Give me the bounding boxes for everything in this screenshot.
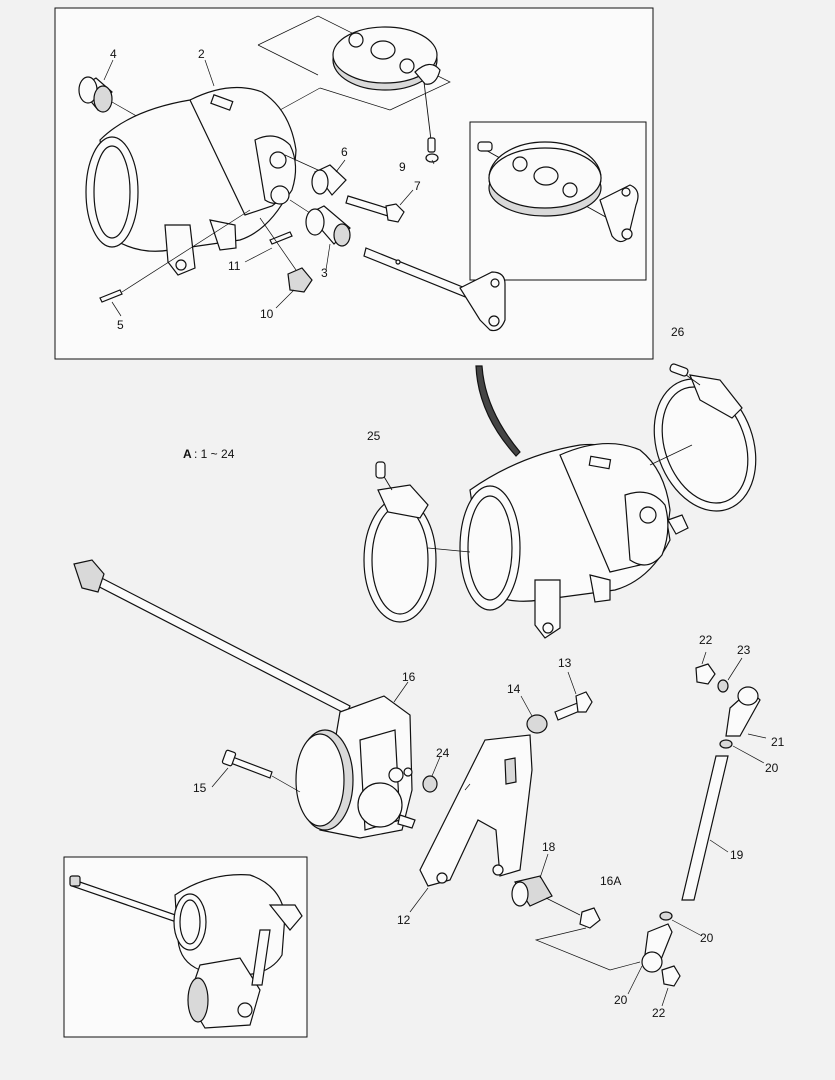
callout-22-bottom: 22 bbox=[652, 1006, 666, 1020]
assembled-view-inset bbox=[69, 874, 303, 1029]
leader-26-body bbox=[649, 444, 693, 466]
callout-20-upper: 20 bbox=[765, 761, 779, 775]
callout-22-top: 22 bbox=[699, 633, 713, 647]
callout-16: 16 bbox=[402, 670, 416, 684]
assembly-label-prefix: A bbox=[183, 447, 192, 461]
bushing-4 bbox=[78, 76, 113, 113]
screw-9 bbox=[423, 81, 439, 163]
bushing-18 bbox=[511, 875, 581, 916]
bolt-7 bbox=[345, 195, 405, 223]
callout-3: 3 bbox=[321, 266, 328, 280]
curved-pointer-arrow bbox=[475, 365, 521, 457]
clamp-25 bbox=[363, 461, 437, 623]
ball-joint-20-lower bbox=[641, 911, 673, 973]
spacer-14 bbox=[526, 714, 548, 734]
callout-14: 14 bbox=[507, 682, 521, 696]
nut-22-lower bbox=[661, 965, 681, 987]
leader-lines-lower bbox=[211, 651, 767, 1007]
flap-plate bbox=[332, 26, 441, 91]
throttle-shaft-lever bbox=[363, 247, 506, 332]
callout-13: 13 bbox=[558, 656, 572, 670]
ball-joint-21 bbox=[719, 686, 761, 749]
bolt-13 bbox=[554, 691, 593, 721]
throttle-body-middle bbox=[459, 443, 689, 639]
callout-21: 21 bbox=[771, 735, 785, 749]
callout-15: 15 bbox=[193, 781, 207, 795]
callout-16a: 16A bbox=[600, 874, 621, 888]
leader-25-body bbox=[427, 547, 471, 553]
callout-25: 25 bbox=[367, 429, 381, 443]
bracket-12 bbox=[419, 734, 533, 887]
bolt-15 bbox=[221, 749, 301, 793]
callout-2: 2 bbox=[198, 47, 205, 61]
flap-assembly-inset bbox=[477, 141, 639, 243]
callout-20-lower: 20 bbox=[614, 993, 628, 1007]
callout-11: 11 bbox=[228, 259, 241, 273]
washer-23 bbox=[717, 679, 729, 693]
callout-5: 5 bbox=[117, 318, 124, 332]
callout-24: 24 bbox=[436, 746, 450, 760]
callout-26: 26 bbox=[671, 325, 685, 339]
nut-24 bbox=[422, 775, 438, 793]
callout-labels: 4 2 6 7 9 11 3 10 5 26 25 16 13 14 22 23… bbox=[110, 47, 785, 1020]
callout-23: 23 bbox=[737, 643, 751, 657]
callout-4: 4 bbox=[110, 47, 117, 61]
link-rod-19 bbox=[681, 755, 729, 901]
pin-5 bbox=[99, 209, 251, 303]
callout-18: 18 bbox=[542, 840, 556, 854]
actuator-rod bbox=[73, 559, 351, 715]
callout-7: 7 bbox=[414, 179, 421, 193]
callout-20-middle: 20 bbox=[700, 931, 714, 945]
throttle-body-top bbox=[85, 86, 297, 276]
callout-12: 12 bbox=[397, 913, 411, 927]
callout-10: 10 bbox=[260, 307, 274, 321]
callout-19: 19 bbox=[730, 848, 744, 862]
actuator-16 bbox=[295, 695, 416, 839]
callout-9: 9 bbox=[399, 160, 406, 174]
assembly-label-range: : 1 ~ 24 bbox=[194, 447, 235, 461]
clamp-26 bbox=[653, 363, 757, 512]
nut-16a bbox=[534, 907, 641, 971]
nut-10 bbox=[259, 217, 313, 293]
leader-lines-top bbox=[103, 59, 435, 317]
nut-22-upper bbox=[695, 663, 716, 685]
assembly-label: A : 1 ~ 24 bbox=[183, 447, 235, 461]
callout-6: 6 bbox=[341, 145, 348, 159]
sleeve-6 bbox=[284, 154, 347, 196]
bushing-3 bbox=[289, 199, 351, 247]
